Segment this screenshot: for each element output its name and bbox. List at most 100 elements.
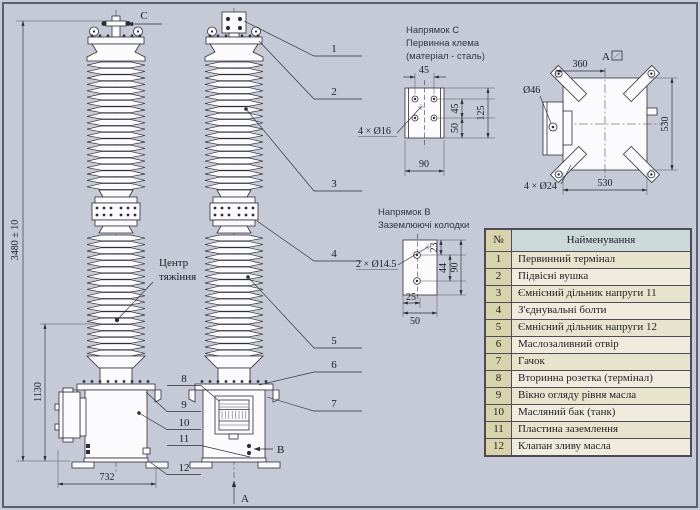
- label-plate-b-holes: 2 × Ø14.5: [356, 259, 396, 270]
- cap-bolts: [208, 34, 260, 37]
- letter-b: B: [277, 444, 284, 456]
- grounding-plate: [402, 239, 438, 296]
- callout-8: 8: [181, 373, 187, 385]
- primary-terminal-block: [221, 11, 247, 38]
- dim-plate-c-45-right: 45: [450, 104, 461, 114]
- header-num: №: [484, 228, 512, 252]
- part-number: 4: [484, 302, 512, 320]
- part-number: 1: [484, 251, 512, 269]
- view-a-label: А: [602, 51, 610, 63]
- oil-tank-side: [70, 380, 169, 469]
- dim-view-a-530-bottom: 530: [562, 172, 648, 195]
- hook-lug: [188, 389, 196, 403]
- callout-11: 11: [179, 433, 190, 445]
- side-view-drawing: B A: [188, 8, 284, 505]
- part-number: 12: [484, 438, 512, 457]
- note-direction-c-1: Напрямок C: [406, 25, 459, 36]
- cog-label-line2: тяжіння: [159, 271, 196, 283]
- part-name: Пластина заземлення: [511, 421, 692, 439]
- part-name: Масляний бак (танк): [511, 404, 692, 422]
- note-direction-c-2: Первинна клема: [406, 38, 480, 49]
- part-number: 11: [484, 421, 512, 439]
- corner-bracket: [549, 145, 588, 184]
- svg-text:530: 530: [660, 117, 671, 132]
- view-a-symbol: [611, 50, 623, 61]
- label-hole-046: Ø46: [523, 85, 540, 96]
- dim-view-a-360: 360: [555, 59, 606, 80]
- dim-plate-c-125: 125: [476, 106, 487, 121]
- cog-label-line1: Центр: [159, 257, 189, 269]
- dim-plate-c-45-top: 45: [419, 65, 429, 76]
- callout-7: 7: [331, 398, 337, 410]
- part-name: Гачок: [511, 353, 692, 371]
- corner-bracket: [622, 145, 661, 184]
- callout-9: 9: [181, 399, 187, 411]
- detail-grounding-blocks: Напрямок B Заземлюючі колодки 2 × Ø14.5 …: [356, 207, 469, 327]
- svg-text:3480 ± 10: 3480 ± 10: [10, 220, 21, 261]
- dim-plate-b-90: 90: [450, 263, 461, 273]
- label-plate-c-holes: 4 × Ø16: [358, 126, 391, 137]
- corner-bracket: [622, 64, 661, 103]
- part-name: Вторинна розетка (термінал): [511, 370, 692, 388]
- part-number: 3: [484, 285, 512, 303]
- lower-insulator: [204, 234, 264, 357]
- letter-c: C: [140, 10, 147, 22]
- callouts-middle-column: 8 9 10 11 12: [137, 373, 251, 475]
- top-view-a: А: [523, 50, 678, 195]
- mid-flange: [209, 196, 259, 227]
- mid-flange: [91, 196, 141, 227]
- drain-valve: [142, 447, 151, 455]
- part-number: 7: [484, 353, 512, 371]
- header-name: Найменування: [511, 228, 692, 252]
- part-name: З'єднувальні болти: [511, 302, 692, 320]
- dim-view-a-530-right: 530: [649, 77, 678, 171]
- label-corner-holes: 4 × Ø24: [524, 181, 557, 192]
- callout-3: 3: [331, 178, 337, 190]
- callout-12: 12: [179, 462, 190, 474]
- secondary-box-side: [54, 387, 87, 443]
- part-number: 10: [484, 404, 512, 422]
- svg-text:732: 732: [100, 472, 115, 483]
- dim-plate-b-44: 44: [438, 263, 449, 273]
- callout-2: 2: [331, 86, 337, 98]
- part-number: 6: [484, 336, 512, 354]
- part-number: 9: [484, 387, 512, 405]
- letter-a: A: [241, 493, 249, 505]
- part-name: Клапан зливу масла: [511, 438, 692, 457]
- note-direction-b-1: Напрямок B: [378, 207, 431, 218]
- upper-insulator: [86, 61, 146, 190]
- note-direction-c-3: (матеріал - сталь): [406, 51, 485, 62]
- plate-holes: [411, 95, 438, 122]
- dim-plate-b-23: 23: [429, 243, 440, 253]
- dim-plate-b-25: 25: [406, 292, 416, 303]
- hook-lug: [154, 389, 162, 403]
- callout-10: 10: [179, 417, 191, 429]
- dim-plate-c-50: 50: [450, 123, 461, 133]
- part-name: Первинний термінал: [511, 251, 692, 269]
- detail-primary-terminal: Напрямок C Первинна клема (матеріал - ст…: [358, 25, 495, 176]
- cap-bolts: [90, 34, 142, 37]
- callouts-right-column: 1 2 3 4 5 6 7: [243, 20, 362, 412]
- upper-insulator: [204, 61, 264, 190]
- front-view-drawing: C: [10, 10, 196, 488]
- oil-tank-front: [188, 380, 281, 469]
- part-number: 8: [484, 370, 512, 388]
- svg-text:1130: 1130: [33, 382, 44, 402]
- callout-6: 6: [331, 359, 337, 371]
- tank-flange-bolts: [82, 380, 150, 383]
- dim-base-width: 732: [57, 450, 157, 488]
- callout-5: 5: [331, 335, 337, 347]
